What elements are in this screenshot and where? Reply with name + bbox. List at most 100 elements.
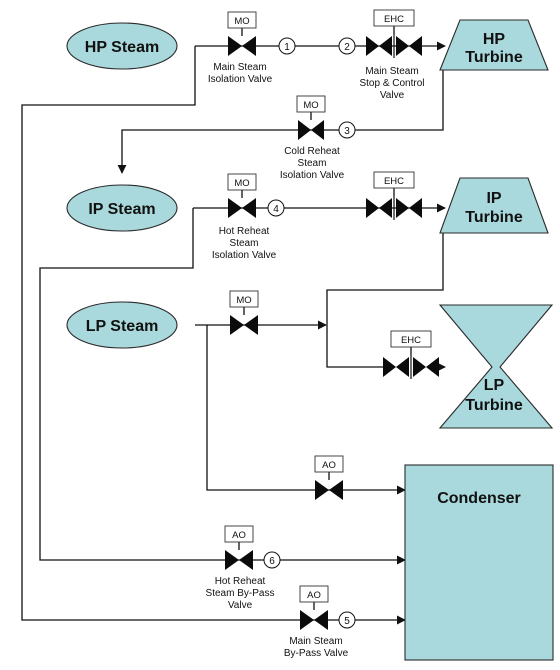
tag-mo-4: MO <box>229 290 259 315</box>
valve-lp-mo-right <box>244 315 258 335</box>
tag-ehc-2: EHC <box>373 171 415 196</box>
valve-lp-ehc-a-right <box>396 357 409 377</box>
marker-number: 3 <box>344 126 350 137</box>
caption-main-steam-isolation: Main Steam Isolation Valve <box>208 62 273 85</box>
valve-main-steam-bypass-left <box>300 610 314 630</box>
valve-main-steam-isolation-left <box>228 36 242 56</box>
tag-label: AO <box>232 530 246 541</box>
hp-steam-label: HP Steam <box>85 39 159 56</box>
hp-turbine-label-2: Turbine <box>465 49 523 66</box>
marker-6: 6 <box>263 551 281 569</box>
ip-steam-label: IP Steam <box>88 201 155 218</box>
marker-number: 4 <box>273 204 279 215</box>
valve-lp-bypass-left <box>315 480 329 500</box>
marker-3: 3 <box>338 121 356 139</box>
pipe-lp-bypass <box>206 325 406 495</box>
caption-line: Cold Reheat <box>284 146 340 157</box>
tag-box <box>296 95 326 113</box>
caption-line: Isolation Valve <box>280 170 345 181</box>
tag-ao-3: AO <box>299 585 329 610</box>
valve-lp-mo-left <box>230 315 244 335</box>
marker-circle <box>338 611 356 629</box>
hp-turbine-label-1: HP <box>483 31 506 48</box>
valve-main-steam-bypass-right <box>314 610 328 630</box>
tag-label: MO <box>234 16 249 27</box>
lp-steam-label: LP Steam <box>86 318 159 335</box>
lp-turbine-label-1: LP <box>484 377 505 394</box>
tag-label: AO <box>322 460 336 471</box>
marker-circle <box>267 199 285 217</box>
pipe-crossover <box>326 233 444 368</box>
caption-line: Steam <box>298 158 327 169</box>
tag-label: MO <box>303 100 318 111</box>
lp-steam-ellipse <box>66 301 178 349</box>
valve-ip-ehc-a-left <box>366 198 379 218</box>
valve-ip-ehc-a-right <box>379 198 392 218</box>
caption-line: Main Steam <box>213 62 266 73</box>
caption-line: Steam By-Pass <box>206 588 275 599</box>
valve-stop-control-b-left <box>396 36 409 56</box>
valve-cold-reheat-left <box>298 120 311 140</box>
hp-steam-node: HP Steam <box>66 22 178 70</box>
ip-turbine-shape <box>439 177 549 234</box>
marker-circle <box>338 121 356 139</box>
ip-turbine: IP Turbine <box>439 177 549 234</box>
marker-circle <box>338 37 356 55</box>
marker-2: 2 <box>338 37 356 55</box>
marker-1: 1 <box>278 37 296 55</box>
tag-box <box>299 585 329 603</box>
marker-circle <box>278 37 296 55</box>
caption-line: Hot Reheat <box>219 226 270 237</box>
ip-turbine-label-1: IP <box>486 190 501 207</box>
caption-line: Main Steam <box>289 636 342 647</box>
tag-box <box>224 525 254 543</box>
tag-box <box>227 11 257 29</box>
caption-line: Isolation Valve <box>208 74 273 85</box>
valve-hot-reheat-bypass-left <box>225 550 239 570</box>
marker-4: 4 <box>267 199 285 217</box>
condenser-label: Condenser <box>437 490 521 507</box>
caption-line: Isolation Valve <box>212 250 277 261</box>
ip-steam-node: IP Steam <box>66 184 178 232</box>
tag-label: AO <box>307 590 321 601</box>
caption-stop-control: Main Steam Stop & Control Valve <box>359 66 424 101</box>
pipe-main-steam-bypass <box>21 46 406 625</box>
caption-line: Steam <box>230 238 259 249</box>
valve-cold-reheat-right <box>311 120 324 140</box>
caption-line: Valve <box>228 600 253 611</box>
marker-circle <box>263 551 281 569</box>
ip-steam-ellipse <box>66 184 178 232</box>
tag-box <box>229 290 259 308</box>
lp-steam-node: LP Steam <box>66 301 178 349</box>
pipe-hot-reheat-bypass <box>39 208 406 565</box>
valve-hot-reheat-isolation-left <box>228 198 242 218</box>
valve-stop-control-b-right <box>409 36 422 56</box>
marker-5: 5 <box>338 611 356 629</box>
valve-hot-reheat-isolation-right <box>242 198 256 218</box>
marker-number: 1 <box>284 42 290 53</box>
lp-turbine: LP Turbine <box>438 304 554 429</box>
pipe-cold-reheat-b <box>117 129 298 174</box>
tag-label: EHC <box>384 14 404 25</box>
valve-stop-control-a-left <box>366 36 379 56</box>
tag-label: MO <box>236 295 251 306</box>
tag-box <box>390 330 432 348</box>
marker-number: 5 <box>344 616 350 627</box>
tag-ehc-3: EHC <box>390 330 432 355</box>
valve-lp-ehc-a-left <box>383 357 396 377</box>
valve-lp-ehc-b-left <box>413 357 426 377</box>
valve-ip-ehc-b-right <box>409 198 422 218</box>
valve-stop-control-a-right <box>379 36 392 56</box>
tag-label: MO <box>234 178 249 189</box>
caption-hot-reheat-bypass: Hot Reheat Steam By-Pass Valve <box>206 576 275 611</box>
valve-hot-reheat-bypass-right <box>239 550 253 570</box>
caption-main-steam-bypass: Main Steam By-Pass Valve <box>284 636 349 659</box>
tag-box <box>373 171 415 189</box>
caption-line: Stop & Control <box>359 78 424 89</box>
tag-mo-3: MO <box>227 173 257 198</box>
tag-ehc-1: EHC <box>373 9 415 34</box>
hp-turbine-shape <box>439 19 549 71</box>
caption-line: Hot Reheat <box>215 576 266 587</box>
marker-number: 6 <box>269 556 275 567</box>
caption-line: Main Steam <box>365 66 418 77</box>
